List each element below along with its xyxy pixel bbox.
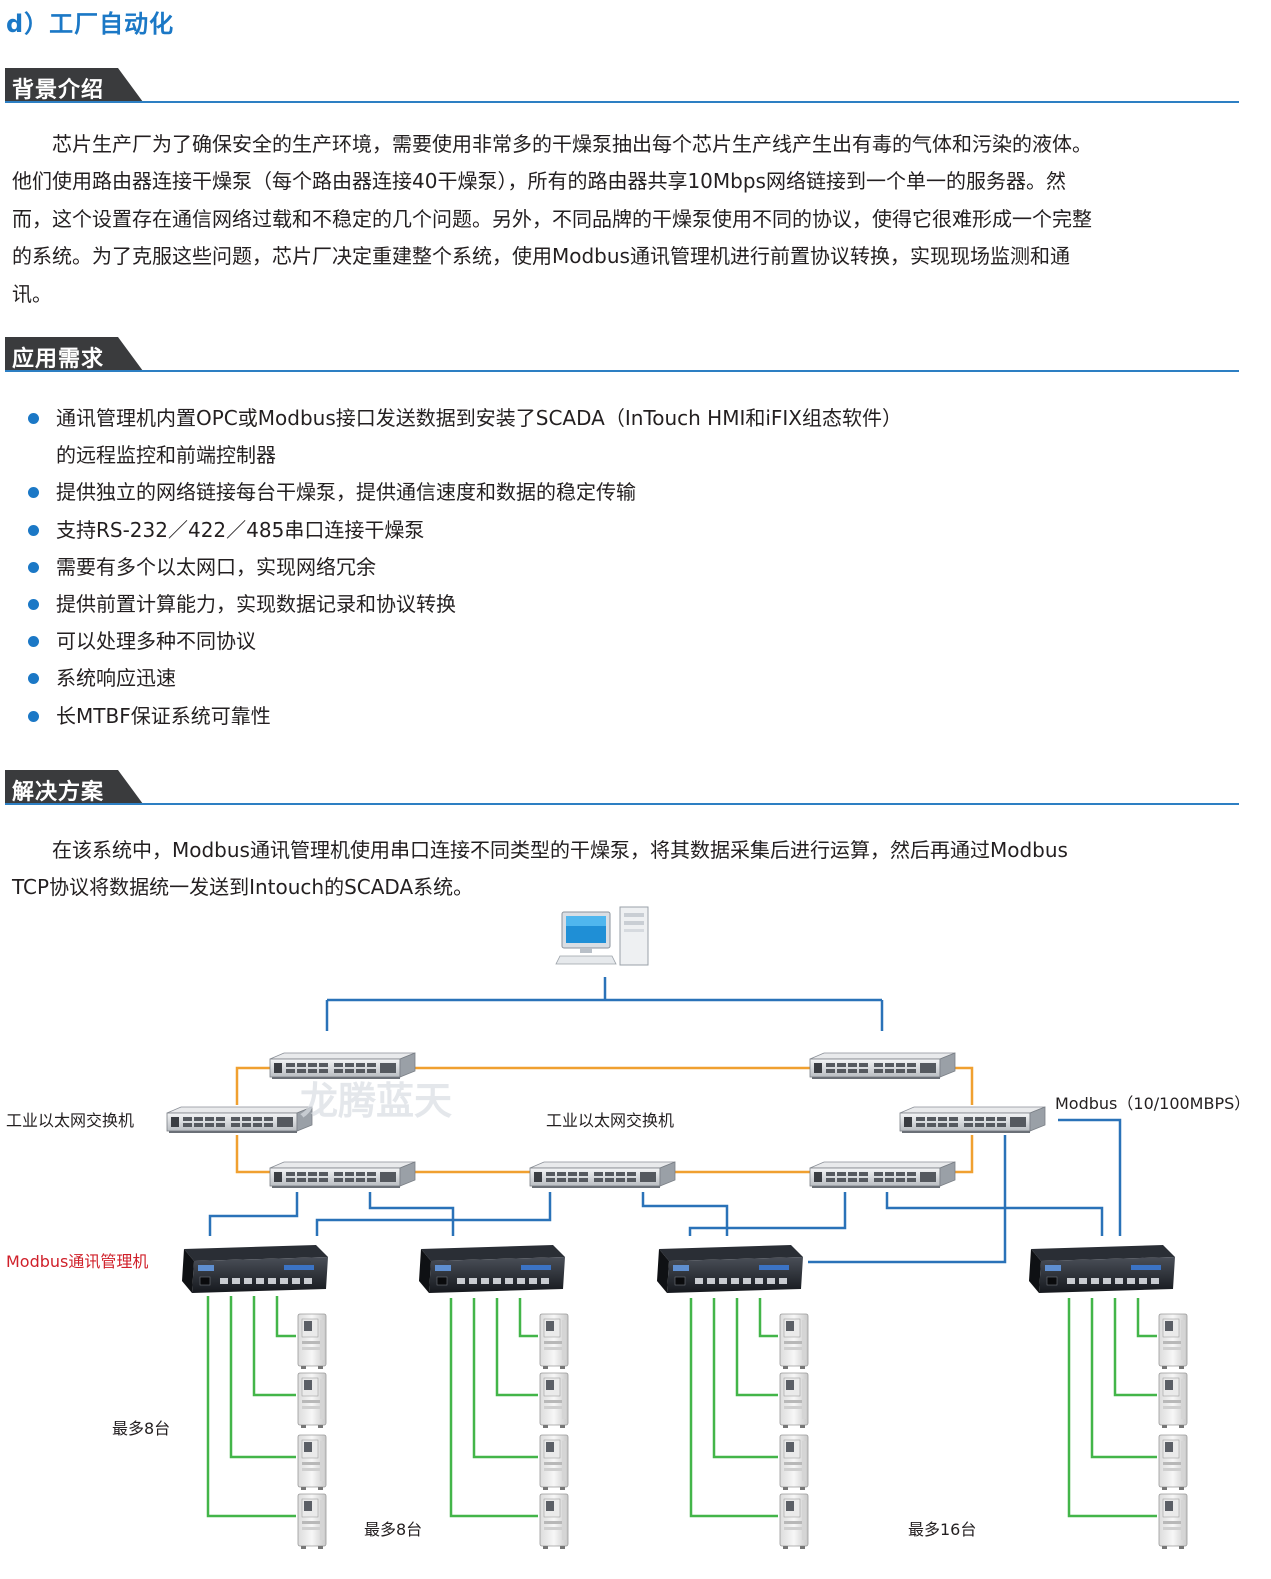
list-item-text-continued: 的远程监控和前端控制器 [56, 443, 276, 468]
section-divider [5, 803, 1239, 805]
dry-pump-group-3 [779, 1313, 809, 1550]
list-item: 提供独立的网络链接每台干燥泵，提供通信速度和数据的稳定传输 [26, 474, 902, 511]
modbus-manager-1 [181, 1244, 329, 1294]
modbus-manager-3 [656, 1244, 804, 1294]
switch-mid-right [899, 1106, 1046, 1134]
switch-top-left [269, 1052, 416, 1080]
bullet-icon [28, 413, 39, 424]
list-item-text: 提供独立的网络链接每台干燥泵，提供通信速度和数据的稳定传输 [56, 480, 636, 505]
section-tab: 解决方案 [5, 770, 143, 804]
section-divider [5, 101, 1239, 103]
solution-paragraph: 在该系统中，Modbus通讯管理机使用串口连接不同类型的干燥泵，将其数据采集后进… [12, 832, 1238, 907]
paragraph-line: 芯片生产厂为了确保安全的生产环境，需要使用非常多的干燥泵抽出每个芯片生产线产生出… [12, 132, 1092, 156]
section-header-requirements: 应用需求 [5, 337, 1239, 373]
background-paragraph: 芯片生产厂为了确保安全的生产环境，需要使用非常多的干燥泵抽出每个芯片生产线产生出… [12, 126, 1238, 313]
label-switch-left: 工业以太网交换机 [6, 1111, 134, 1130]
list-item-text: 支持RS-232／422／485串口连接干燥泵 [56, 517, 425, 542]
dry-pump-group-4 [1158, 1313, 1188, 1550]
paragraph-line: TCP协议将数据统一发送到Intouch的SCADA系统。 [12, 875, 474, 900]
list-item: 需要有多个以太网口，实现网络冗余 [26, 549, 902, 586]
section-header-background: 背景介绍 [5, 68, 1239, 104]
bullet-icon [28, 673, 39, 685]
label-max-16: 最多16台 [908, 1520, 976, 1539]
dry-pump-group-1 [297, 1313, 327, 1550]
bullet-icon [28, 636, 39, 648]
list-item-text: 需要有多个以太网口，实现网络冗余 [56, 554, 376, 579]
label-modbus-speed: Modbus（10/100MBPS） [1055, 1094, 1250, 1113]
list-item-text: 长MTBF保证系统可靠性 [56, 703, 271, 728]
bullet-icon [28, 561, 39, 573]
paragraph-line: 他们使用路由器连接干燥泵（每个路由器连接40干燥泵），所有的路由器共享10Mbp… [12, 169, 1066, 194]
section-heading: 背景介绍 [12, 78, 105, 103]
list-item: 系统响应迅速 [26, 660, 902, 697]
bullet-icon [28, 599, 39, 611]
list-item: 提供前置计算能力，实现数据记录和协议转换 [26, 586, 902, 623]
list-item: 可以处理多种不同协议 [26, 623, 902, 660]
requirements-list: 通讯管理机内置OPC或Modbus接口发送数据到安装了SCADA（InTouch… [26, 400, 902, 735]
bullet-icon [28, 524, 39, 536]
watermark-text: 龙腾蓝天 [300, 1079, 452, 1123]
label-modbus-manager: Modbus通讯管理机 [6, 1252, 148, 1271]
bullet-icon [28, 710, 39, 722]
paragraph-line: 讯。 [12, 281, 52, 306]
modbus-manager-4 [1028, 1244, 1176, 1294]
switch-mid-left [166, 1106, 313, 1134]
switch-bottom-center [529, 1161, 676, 1189]
switch-top-right [809, 1052, 956, 1080]
section-tab: 背景介绍 [5, 68, 143, 102]
scada-computer-icon [555, 906, 649, 966]
label-switch-center: 工业以太网交换机 [546, 1111, 674, 1130]
list-item-text: 通讯管理机内置OPC或Modbus接口发送数据到安装了SCADA（InTouch… [56, 406, 903, 430]
dry-pump-group-2 [539, 1313, 569, 1550]
paragraph-line: 而，这个设置存在通信网络过载和不稳定的几个问题。另外，不同品牌的干燥泵使用不同的… [12, 206, 1092, 231]
network-diagram: 龙腾蓝天 工业以太网交换机 工业以太网交换机 Modbus（10/100MBPS… [6, 906, 1250, 1550]
modbus-manager-2 [418, 1244, 566, 1294]
section-header-solution: 解决方案 [5, 770, 1239, 806]
switch-bottom-right [809, 1161, 956, 1189]
paragraph-line: 在该系统中，Modbus通讯管理机使用串口连接不同类型的干燥泵，将其数据采集后进… [12, 838, 1068, 862]
serial-links [206, 1296, 1157, 1518]
label-max-8-left: 最多8台 [112, 1419, 170, 1438]
list-item: 支持RS-232／422／485串口连接干燥泵 [26, 512, 902, 549]
section-tab: 应用需求 [5, 337, 143, 371]
manager-ethernet-links [208, 1118, 1122, 1264]
bullet-icon [28, 487, 39, 499]
document-title: d）工厂自动化 [6, 10, 175, 38]
section-heading: 应用需求 [12, 347, 105, 372]
section-divider [5, 370, 1239, 372]
switch-ring-links [235, 1066, 974, 1174]
list-item-text: 可以处理多种不同协议 [56, 629, 256, 654]
ethernet-links [325, 977, 884, 1031]
list-item-text: 系统响应迅速 [56, 666, 176, 691]
paragraph-line: 的系统。为了克服这些问题，芯片厂决定重建整个系统，使用Modbus通讯管理机进行… [12, 244, 1070, 269]
list-item: 长MTBF保证系统可靠性 [26, 698, 902, 735]
switch-bottom-left [269, 1161, 416, 1189]
label-max-8-bottom: 最多8台 [364, 1520, 422, 1539]
section-heading: 解决方案 [12, 780, 105, 805]
list-item: 通讯管理机内置OPC或Modbus接口发送数据到安装了SCADA（InTouch… [26, 400, 902, 474]
list-item-text: 提供前置计算能力，实现数据记录和协议转换 [56, 592, 456, 617]
